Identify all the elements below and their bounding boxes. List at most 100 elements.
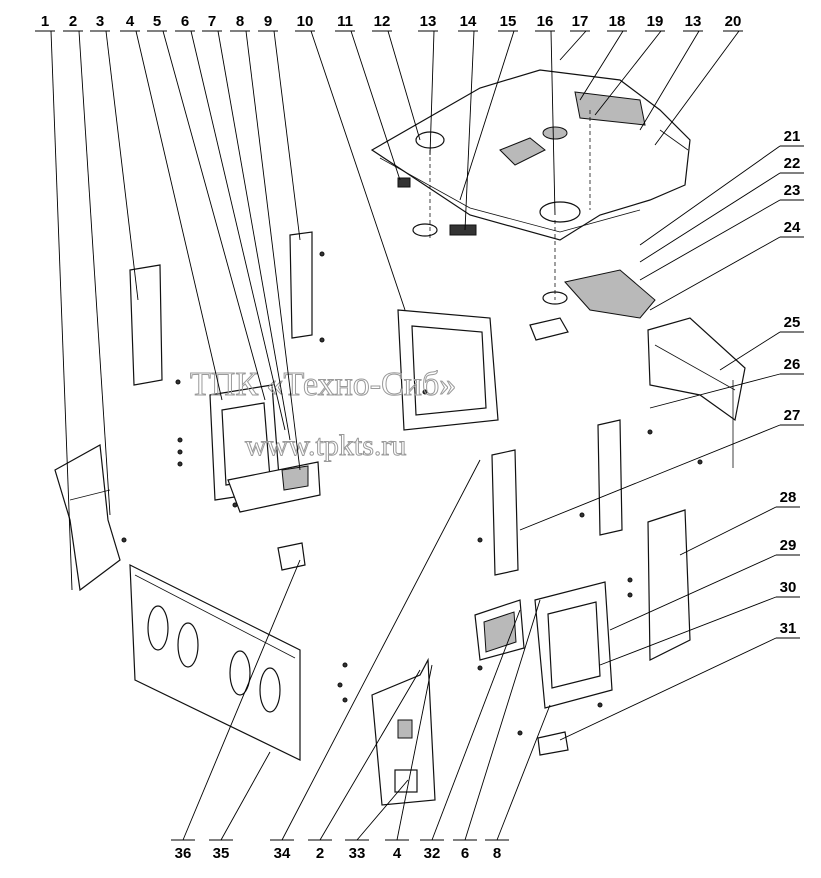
leader-bottom-line-0	[182, 559, 301, 841]
callout-right-1: 22	[784, 155, 801, 172]
center-pillars	[491, 419, 623, 576]
leader-top-line-12	[429, 30, 435, 156]
right-door-frame	[474, 581, 613, 709]
callout-bottom-1: 35	[213, 845, 230, 862]
leader-top-line-1	[78, 30, 111, 516]
leader-right-line-0	[639, 145, 781, 246]
callout-top-16: 17	[572, 13, 589, 30]
leader-top-line-0	[50, 30, 73, 591]
watermark-url: www.tpkts.ru	[245, 429, 406, 462]
fasteners	[121, 251, 703, 736]
callout-top-5: 6	[181, 13, 189, 30]
leader-top-line-13	[464, 30, 475, 231]
callout-top-12: 13	[420, 13, 437, 30]
callout-top-18: 19	[647, 13, 664, 30]
leader-right-line-2	[639, 199, 781, 281]
leader-top-line-6	[217, 30, 291, 441]
callout-right-6: 27	[784, 407, 801, 424]
leader-bottom-line-6	[431, 609, 521, 841]
callout-bottom-6: 32	[424, 845, 441, 862]
callout-bottom-0: 36	[175, 845, 192, 862]
callout-top-6: 7	[208, 13, 216, 30]
leader-top-line-2	[105, 30, 139, 301]
leader-top-line-3	[135, 30, 223, 401]
leader-top-line-10	[350, 30, 401, 181]
right-rear-pillar	[647, 509, 691, 661]
leader-right-line-9	[599, 596, 777, 666]
callout-right-8: 29	[780, 537, 797, 554]
callout-top-19: 13	[685, 13, 702, 30]
leader-top-line-8	[273, 30, 301, 241]
small-plate	[277, 542, 306, 571]
callout-right-2: 23	[784, 182, 801, 199]
callout-bottom-8: 8	[493, 845, 501, 862]
leader-right-line-4	[719, 331, 781, 371]
callout-right-3: 24	[784, 219, 801, 236]
left-door-frame	[209, 384, 321, 513]
leader-top-line-17	[579, 30, 624, 101]
leader-top-line-14	[459, 30, 515, 201]
watermark-company: ТПК «Техно-Сиб»	[190, 366, 456, 403]
callout-top-17: 18	[609, 13, 626, 30]
callout-bottom-7: 6	[461, 845, 469, 862]
callout-top-11: 12	[374, 13, 391, 30]
callout-right-0: 21	[784, 128, 801, 145]
callout-top-13: 14	[460, 13, 477, 30]
leader-right-line-5	[649, 373, 781, 409]
leader-bottom-line-8	[496, 704, 551, 841]
leader-top-line-11	[387, 30, 421, 141]
left-side-panel	[54, 444, 121, 592]
leader-bottom-line-3	[319, 669, 421, 841]
callout-leaders	[35, 30, 804, 841]
leader-right-line-10	[559, 637, 777, 741]
callout-top-10: 11	[337, 13, 353, 30]
leader-top-line-7	[245, 30, 301, 471]
small-plate-31	[537, 731, 569, 756]
callout-top-4: 5	[153, 13, 161, 30]
callout-bottom-5: 4	[393, 845, 402, 862]
left-pillars	[129, 231, 313, 386]
callout-top-14: 15	[500, 13, 517, 30]
leader-top-line-5	[190, 30, 286, 431]
leader-bottom-line-4	[356, 779, 409, 841]
callout-bottom-2: 34	[274, 845, 291, 862]
leader-right-line-3	[649, 236, 781, 311]
callout-top-20: 20	[725, 13, 742, 30]
leader-top-line-19	[639, 30, 700, 131]
callout-top-8: 9	[264, 13, 272, 30]
callout-right-4: 25	[784, 314, 801, 331]
callout-bottom-3: 2	[316, 845, 324, 862]
callout-right-7: 28	[780, 489, 797, 506]
leader-top-line-4	[162, 30, 266, 401]
callout-right-10: 31	[780, 620, 797, 637]
callout-top-7: 8	[236, 13, 244, 30]
rear-window-frame	[397, 309, 499, 431]
callout-top-2: 3	[96, 13, 104, 30]
watermark: ТПК «Техно-Сиб» www.tpkts.ru	[190, 366, 457, 463]
callout-top-15: 16	[537, 13, 554, 30]
lower-center-panel	[371, 657, 436, 806]
leader-bottom-line-1	[220, 751, 271, 841]
leader-top-line-18	[594, 30, 662, 116]
leader-right-line-6	[519, 424, 781, 531]
leader-bottom-line-2	[281, 459, 481, 841]
callout-right-5: 26	[784, 356, 801, 373]
callout-bottom-4: 33	[349, 845, 366, 862]
leader-right-line-8	[609, 554, 777, 631]
callout-right-9: 30	[780, 579, 797, 596]
callout-top-0: 1	[41, 13, 49, 30]
leader-top-line-9	[310, 30, 406, 311]
leader-top-line-16	[559, 30, 587, 61]
rear-floor-panel	[129, 564, 301, 761]
callout-top-9: 10	[297, 13, 314, 30]
leader-top-line-15	[550, 30, 556, 216]
leader-bottom-line-5	[396, 664, 433, 841]
leader-right-line-7	[679, 506, 777, 556]
leader-bottom-line-7	[464, 599, 541, 841]
side-curtain	[647, 317, 746, 468]
roof-panel	[370, 69, 691, 241]
leader-top-line-20	[654, 30, 740, 146]
roof-fittings	[397, 110, 591, 305]
